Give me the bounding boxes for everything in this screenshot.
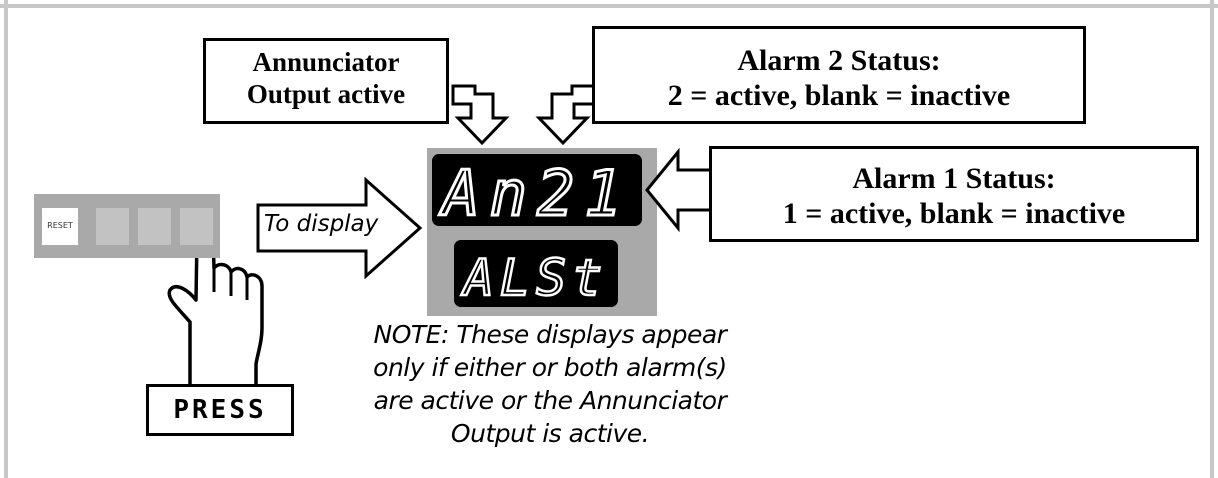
annunciator-arrow [451, 84, 510, 146]
up-key[interactable] [138, 208, 171, 245]
press-label: PRESS [146, 384, 294, 436]
alarm2-line2: 2 = active, blank = inactive [667, 79, 1011, 113]
annunciator-line1: Annunciator [252, 47, 400, 77]
alarm1-line2: 1 = active, blank = inactive [782, 197, 1126, 231]
down-key[interactable] [96, 208, 129, 245]
display-bottom-text: ALSt [461, 249, 608, 307]
alarm1-line1: Alarm 1 Status: [852, 162, 1056, 195]
annunciator-line2: Output active [246, 78, 406, 109]
bottom-led-display [454, 240, 618, 307]
alarm2-line1: Alarm 2 Status: [737, 44, 941, 77]
note-line3: are active or the Annunciator [373, 386, 727, 415]
top-led-display [432, 154, 642, 226]
alarm1-arrow [645, 147, 715, 233]
note-line1: NOTE: These displays appear [373, 320, 727, 349]
annunciator-callout: Annunciator Output active [203, 38, 449, 124]
keypad: RESET [34, 194, 220, 258]
hand-finger-lines [212, 268, 249, 300]
to-display-label: To display [264, 211, 379, 237]
note-line2: only if either or both alarm(s) [373, 353, 727, 382]
alarm2-callout: Alarm 2 Status: 2 = active, blank = inac… [592, 26, 1086, 124]
reset-key[interactable]: RESET [42, 208, 78, 245]
note-line4: Output is active. [450, 419, 650, 448]
to-display-arrow [256, 176, 423, 280]
pointing-hand-icon [167, 225, 264, 384]
cycle-key[interactable] [180, 208, 213, 245]
reset-key-label: RESET [47, 221, 73, 230]
alarm2-arrow [535, 84, 596, 146]
note-text: NOTE: These displays appear only if eith… [300, 318, 800, 450]
alarm1-callout: Alarm 1 Status: 1 = active, blank = inac… [709, 146, 1199, 242]
display-top-text: An21 [438, 157, 631, 230]
